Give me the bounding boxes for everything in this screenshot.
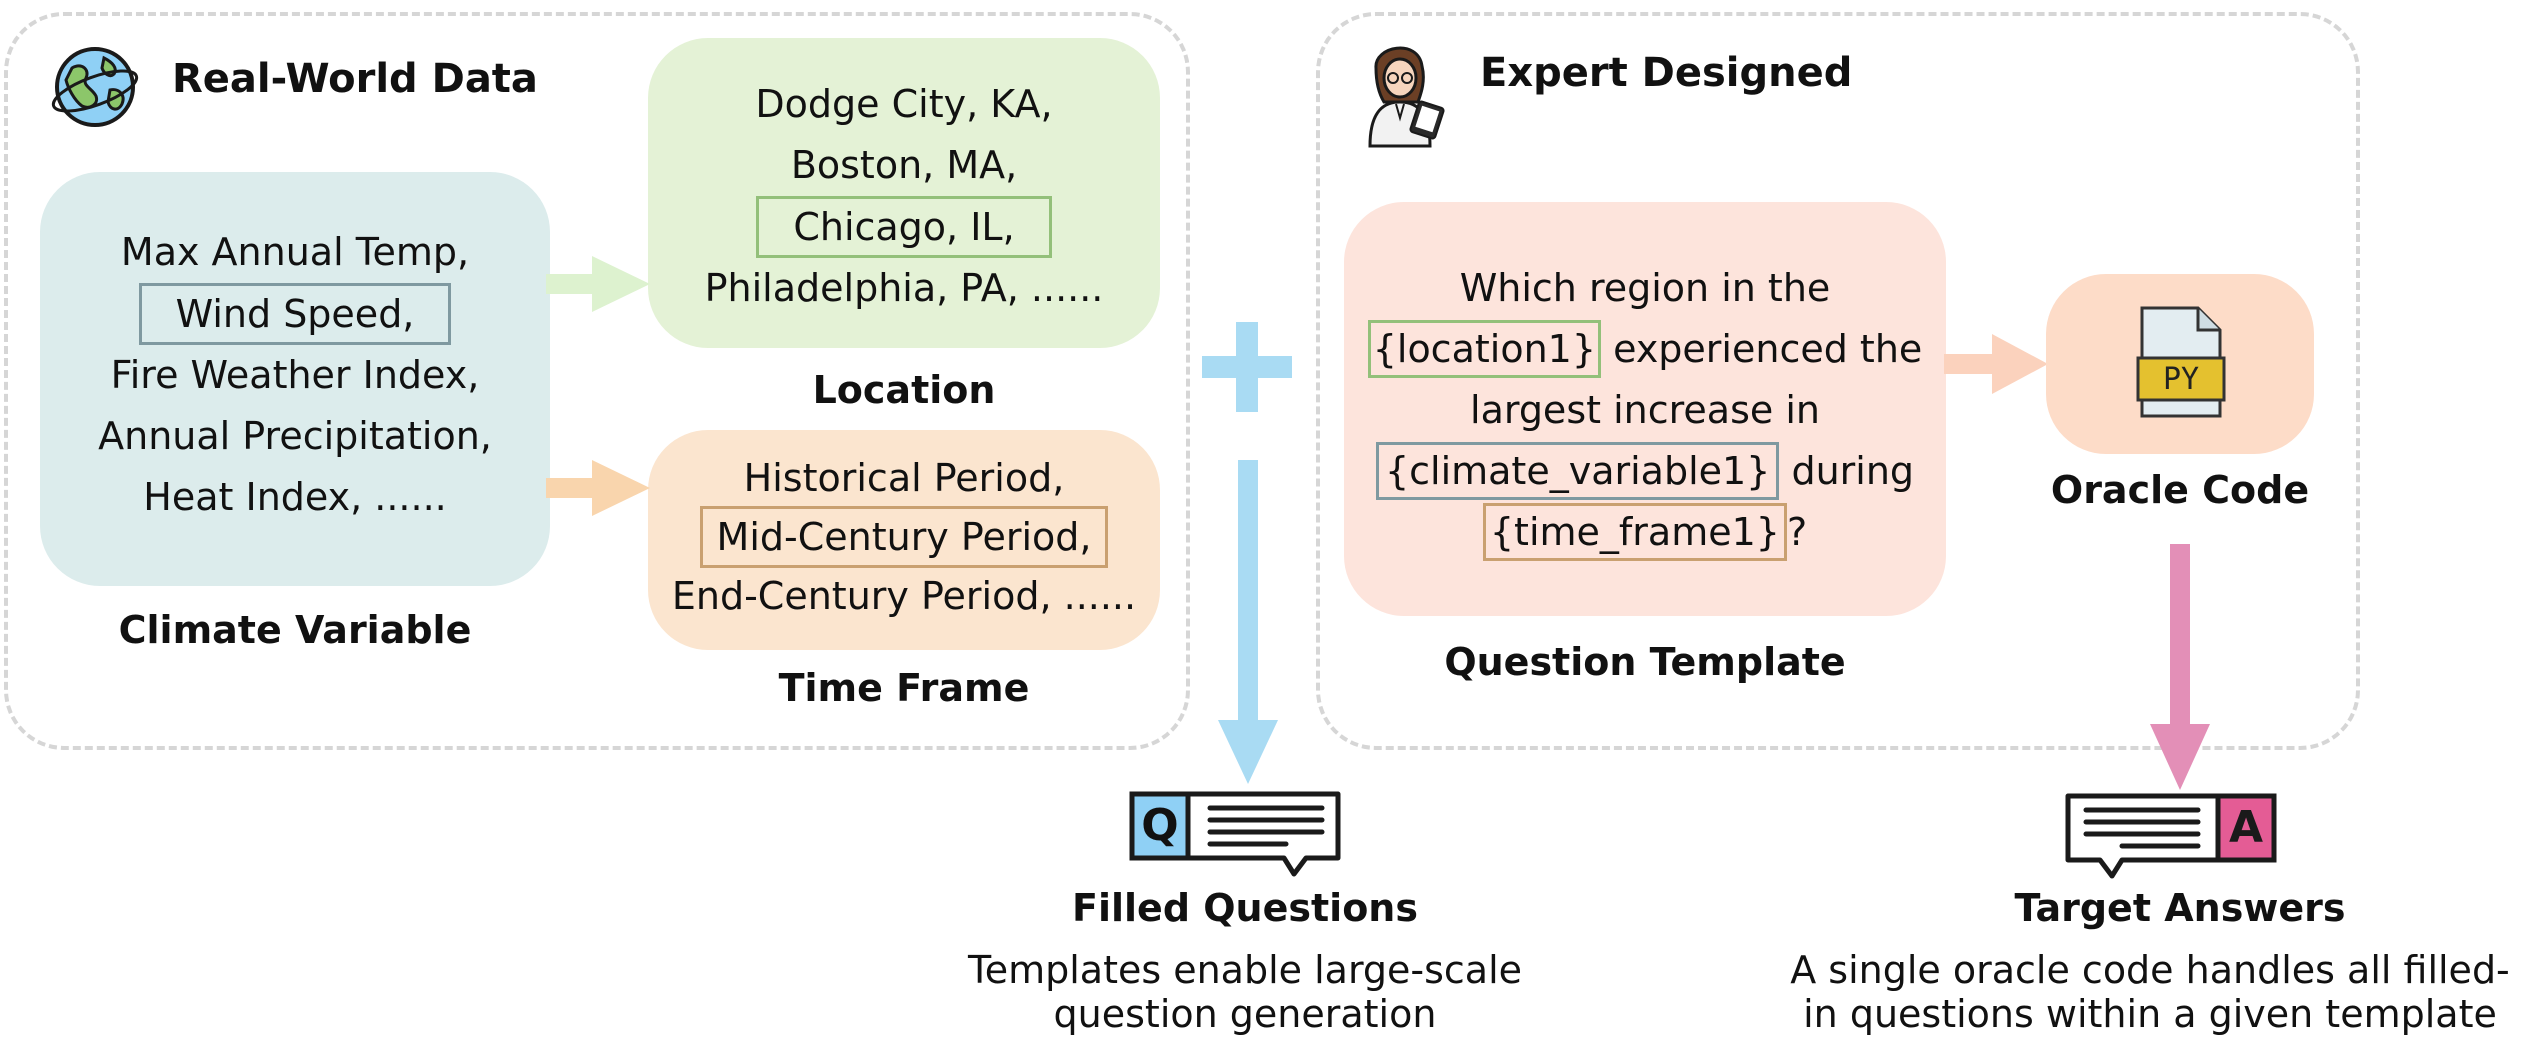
climate-variable-item: Heat Index, ......: [143, 475, 447, 519]
time-frame-item: Historical Period,: [743, 456, 1065, 500]
climate-variable-slot: {climate_variable1}: [1375, 442, 1780, 500]
template-line: experienced the: [1613, 327, 1923, 371]
location-item: Philadelphia, PA, ......: [704, 266, 1104, 310]
template-line: during: [1791, 449, 1915, 493]
template-line: Which region in the: [1459, 266, 1831, 310]
oracle-code-caption: Oracle Code: [2050, 468, 2310, 512]
question-template-box: Which region in the {location1} experien…: [1344, 202, 1946, 616]
arrow-to-time-frame: [546, 460, 650, 516]
template-line: largest increase in: [1470, 388, 1820, 432]
time-frame-caption: Time Frame: [778, 666, 1030, 710]
question-letter: Q: [1141, 800, 1179, 851]
location-item: Dodge City, KA,: [755, 82, 1053, 126]
time-frame-box: Historical Period, Mid-Century Period, E…: [648, 430, 1160, 650]
climate-variable-item: Annual Precipitation,: [98, 414, 492, 458]
expert-scientist-icon: [1368, 46, 1445, 148]
expert-designed-title: Expert Designed: [1480, 50, 1853, 96]
real-world-data-title: Real-World Data: [172, 56, 538, 102]
answer-letter: A: [2228, 802, 2264, 853]
filled-questions-note: Templates enable large-scale question ge…: [967, 948, 1523, 1036]
location-item-highlighted: Chicago, IL,: [756, 196, 1052, 258]
filled-questions-caption: Filled Questions: [1072, 886, 1418, 930]
arrow-to-location: [546, 256, 650, 312]
arrow-to-filled-questions: [1218, 460, 1278, 784]
expert-designed-panel: [1316, 12, 2360, 750]
question-template-caption: Question Template: [1444, 640, 1846, 684]
globe-icon: [51, 47, 139, 127]
location-box: Dodge City, KA, Boston, MA, Chicago, IL,…: [648, 38, 1160, 348]
python-file-icon: PY: [2136, 304, 2226, 420]
real-world-data-panel: [4, 12, 1190, 750]
time-frame-item: End-Century Period, ......: [671, 574, 1137, 618]
location-slot: {location1}: [1367, 320, 1602, 378]
target-answers-caption: Target Answers: [2014, 886, 2346, 930]
location-caption: Location: [812, 368, 996, 412]
time-frame-slot: {time_frame1}: [1482, 503, 1787, 561]
climate-variable-box: Max Annual Temp, Wind Speed, Fire Weathe…: [40, 172, 550, 586]
arrow-to-target-answers: [2150, 544, 2210, 790]
climate-variable-item-highlighted: Wind Speed,: [138, 283, 452, 345]
arrow-to-oracle-code: [1944, 334, 2048, 394]
target-answers-note: A single oracle code handles all filled-…: [1790, 948, 2510, 1036]
file-type-label: PY: [2162, 362, 2200, 397]
climate-variable-item: Fire Weather Index,: [110, 353, 480, 397]
plus-icon: [1202, 322, 1292, 412]
climate-variable-caption: Climate Variable: [118, 608, 472, 652]
template-line: ?: [1786, 510, 1808, 554]
answer-bubble-icon: A: [2062, 790, 2280, 882]
time-frame-item-highlighted: Mid-Century Period,: [699, 506, 1109, 568]
question-bubble-icon: Q: [1126, 788, 1344, 880]
climate-variable-item: Max Annual Temp,: [120, 230, 470, 274]
location-item: Boston, MA,: [790, 143, 1018, 187]
